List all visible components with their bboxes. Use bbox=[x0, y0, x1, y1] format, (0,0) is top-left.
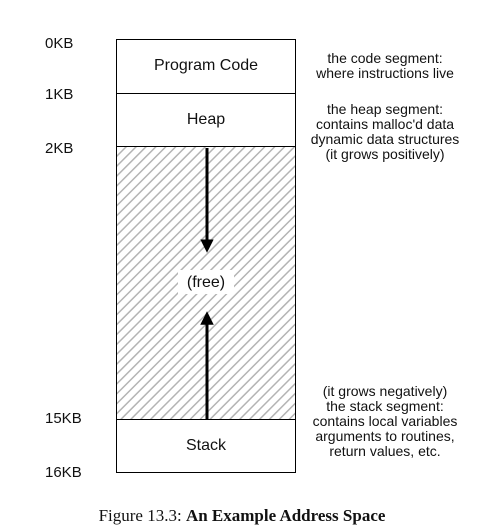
free-label: (free) bbox=[186, 274, 226, 291]
figure-title: An Example Address Space bbox=[185, 506, 386, 525]
address-label-2kb: 2KB bbox=[45, 140, 74, 157]
stack-annotation-line: contains local variables bbox=[312, 413, 458, 429]
address-label-16kb: 16KB bbox=[45, 464, 82, 481]
figure-number: Figure 13.3: bbox=[98, 506, 182, 525]
heap-annotation-line: contains malloc'd data bbox=[315, 116, 455, 132]
figure-caption: Figure 13.3: An Example Address Space bbox=[0, 506, 484, 526]
stack-segment: Stack bbox=[116, 419, 296, 473]
stack-annotation-line: arguments to routines, bbox=[315, 428, 455, 444]
program-code-label: Program Code bbox=[153, 57, 259, 74]
code-annotation: the code segment: where instructions liv… bbox=[300, 51, 470, 81]
stack-label: Stack bbox=[185, 437, 226, 454]
stack-annotation: (it grows negatively) the stack segment:… bbox=[300, 384, 470, 459]
stack-annotation-line: return values, etc. bbox=[329, 443, 441, 459]
stack-annotation-line: (it grows negatively) bbox=[322, 383, 448, 399]
heap-label: Heap bbox=[186, 111, 226, 128]
free-region bbox=[116, 146, 296, 420]
free-label-backdrop bbox=[178, 270, 234, 294]
program-code-segment: Program Code bbox=[116, 39, 296, 94]
address-label-0kb: 0KB bbox=[45, 35, 74, 52]
address-label-1kb: 1KB bbox=[45, 86, 74, 103]
heap-segment: Heap bbox=[116, 93, 296, 147]
code-annotation-line: where instructions live bbox=[316, 65, 454, 81]
code-annotation-line: the code segment: bbox=[327, 50, 443, 66]
heap-annotation-line: (it grows positively) bbox=[325, 146, 445, 162]
heap-annotation-line: the heap segment: bbox=[327, 101, 443, 117]
stack-annotation-line: the stack segment: bbox=[326, 398, 444, 414]
heap-annotation: the heap segment: contains malloc'd data… bbox=[300, 102, 470, 162]
address-label-15kb: 15KB bbox=[45, 410, 82, 427]
heap-annotation-line: dynamic data structures bbox=[310, 131, 460, 147]
